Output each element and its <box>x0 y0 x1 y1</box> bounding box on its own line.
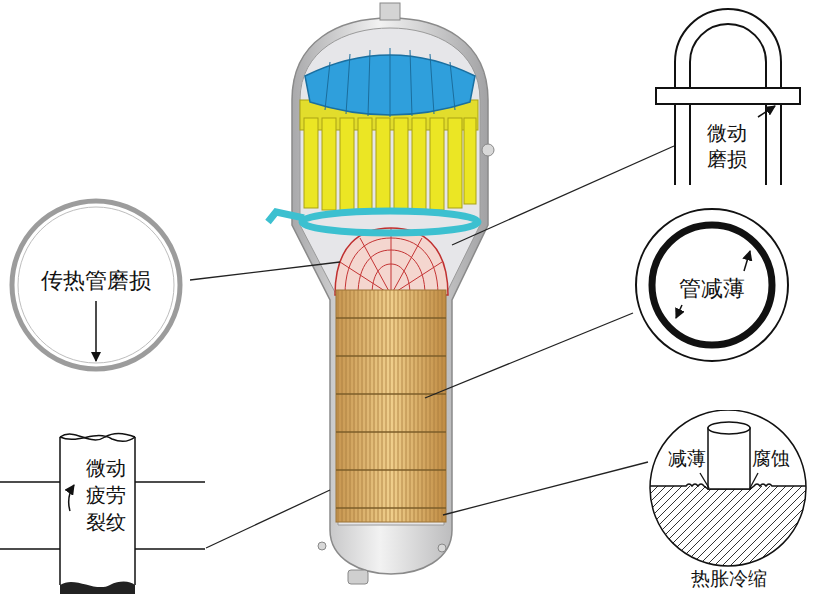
node-label: 传热管磨损 <box>5 267 187 296</box>
node-label: 微动 磨损 <box>703 120 751 172</box>
node-label: 管减薄 <box>632 275 792 304</box>
fretting-pipe-outline <box>0 425 205 594</box>
node-label: 减薄 <box>666 446 708 471</box>
node-label: 微动 疲劳 裂纹 <box>82 455 130 536</box>
worn-tube-circle: 传热管磨损 <box>5 195 187 375</box>
node-label: 热胀冷缩 <box>646 568 812 590</box>
node-label: 腐蚀 <box>750 446 792 471</box>
tube-sheet-circle-outline <box>646 410 812 594</box>
thinned-tube-circle: 管减薄 <box>632 205 792 365</box>
u-bend-panel: 微动 磨损 <box>648 0 808 185</box>
tube-sheet-circle: 减薄 腐蚀热胀冷缩 <box>646 410 812 594</box>
fretting-pipe: 微动 疲劳 裂纹 <box>0 425 205 594</box>
